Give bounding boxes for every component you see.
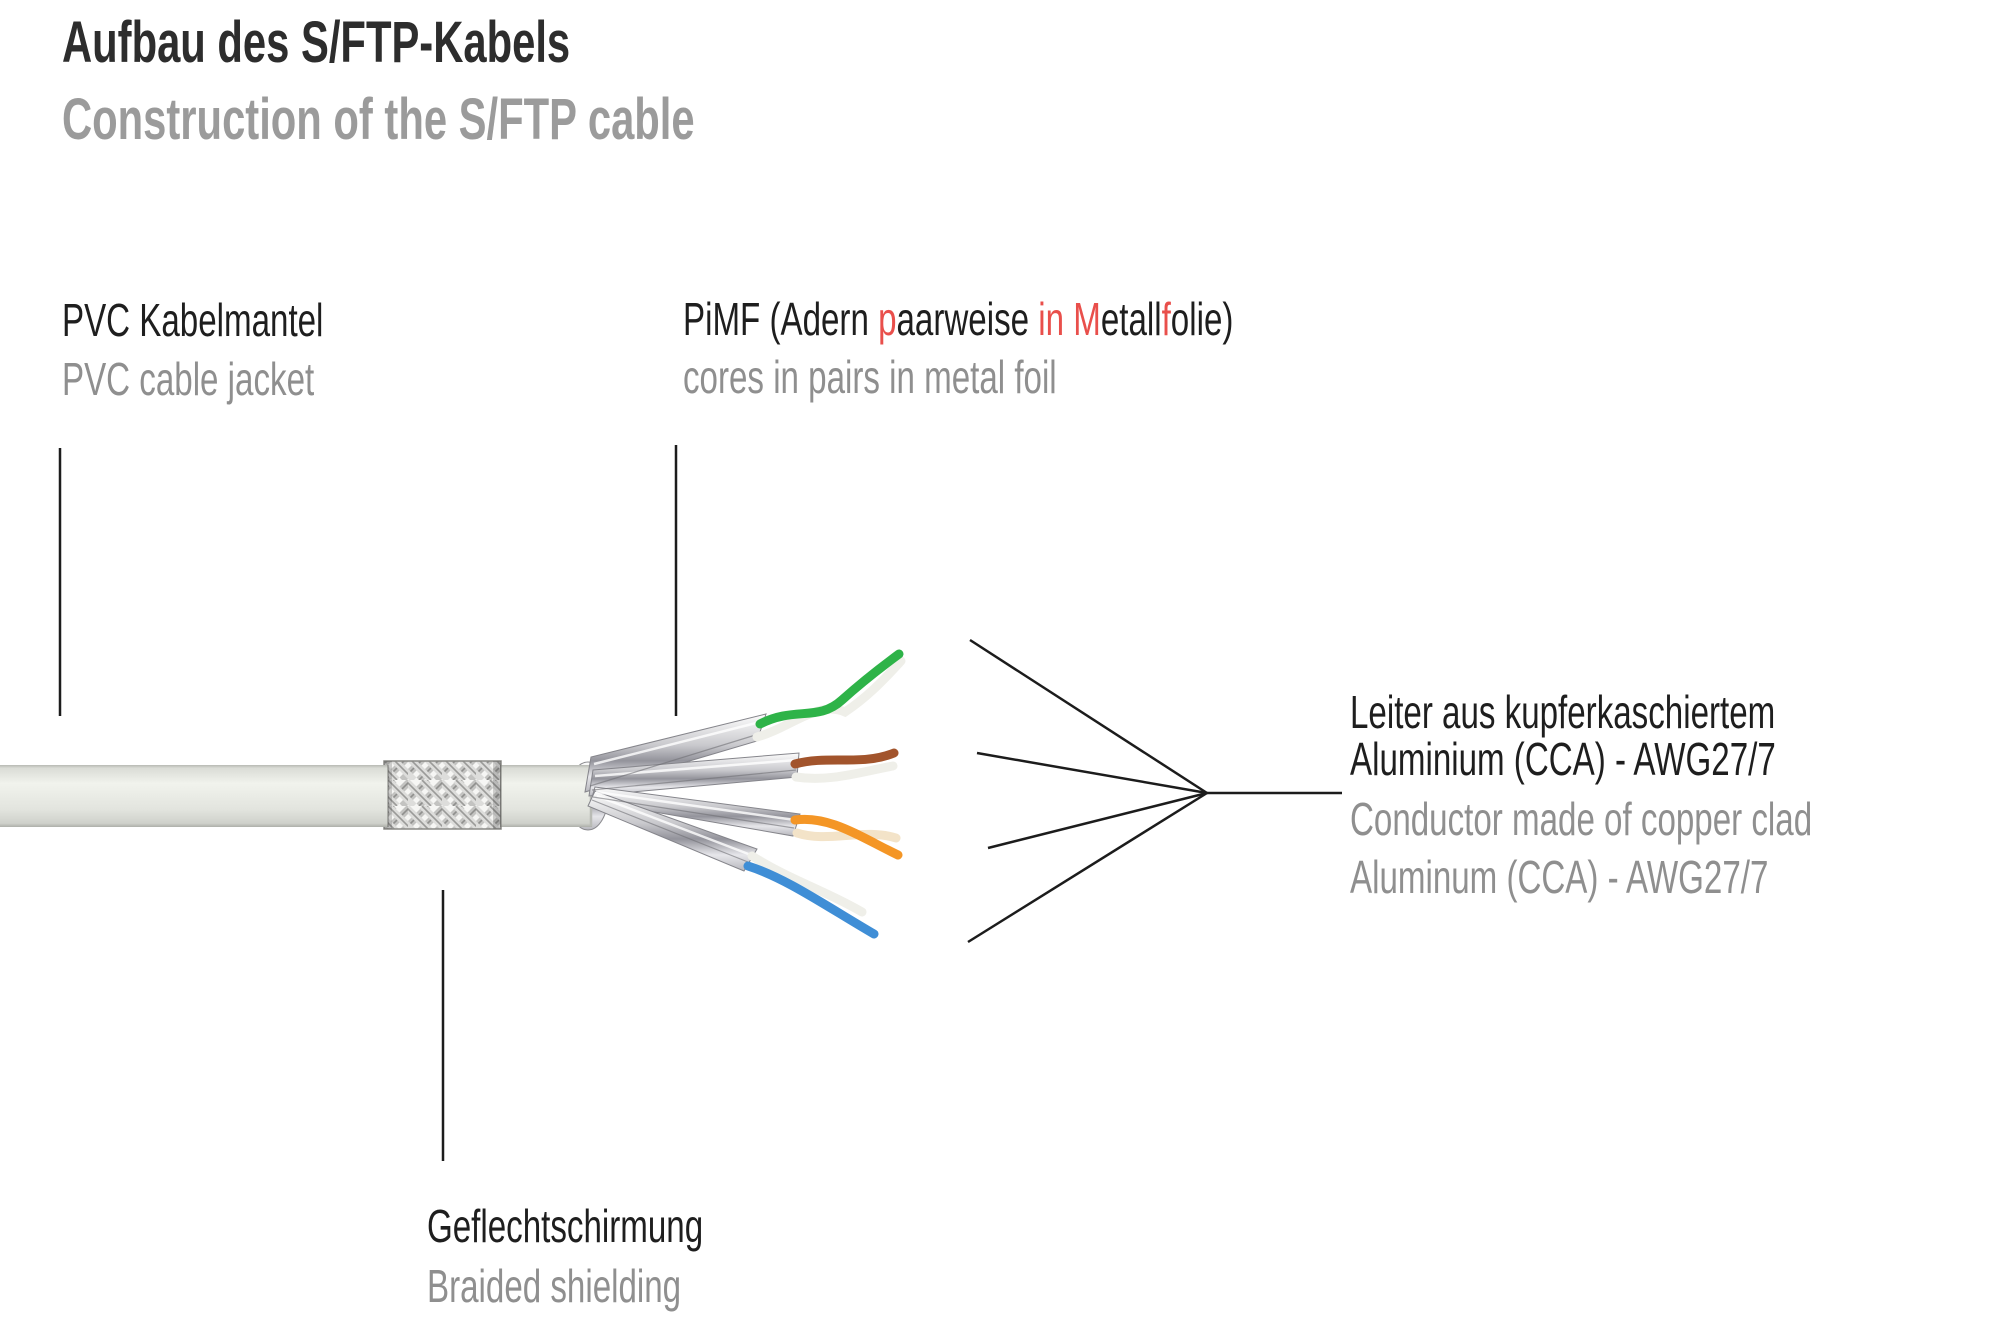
wire-brown-white	[791, 761, 898, 783]
wire-orange-white	[792, 828, 901, 843]
pimf-red-letter: p	[878, 293, 897, 345]
pimf-red-letter: in	[1038, 293, 1065, 345]
foil-pair-blue	[587, 790, 758, 872]
pimf-red-letter: f	[1161, 293, 1171, 345]
pimf-red-letter: M	[1073, 293, 1101, 345]
label-braid-de: Geflechtschirmung	[427, 1200, 704, 1252]
braid-section	[383, 760, 502, 830]
label-pimf-en: cores in pairs in metal foil	[683, 351, 1057, 403]
cable-jacket-right	[501, 765, 592, 827]
label-conductor-de-line1: Leiter aus kupferkaschiertem	[1350, 686, 1776, 738]
label-braid-en: Braided shielding	[427, 1260, 682, 1312]
fan-line-blue	[967, 791, 1208, 944]
pimf-text-segment: etall	[1100, 293, 1162, 345]
pimf-text-segment: aarweise	[896, 293, 1039, 345]
label-pvc-jacket-de: PVC Kabelmantel	[62, 294, 324, 346]
wire-brown	[790, 748, 899, 769]
wire-blue	[743, 861, 879, 939]
label-pimf-de: PiMF (Adern paarweise in Metallfolie)	[683, 296, 1233, 342]
label-conductor-en-line1: Conductor made of copper clad	[1350, 793, 1813, 845]
pointer-lines	[58, 445, 1342, 1161]
label-conductor-de-line2: Aluminium (CCA) - AWG27/7	[1350, 733, 1776, 785]
page-subtitle: Construction of the S/FTP cable	[62, 87, 695, 152]
wire-green-white	[752, 656, 906, 742]
fan-line-brown	[976, 751, 1208, 795]
fan-line-orange	[987, 791, 1208, 850]
cable-jacket	[0, 765, 593, 827]
pimf-text-segment: olie)	[1170, 293, 1234, 345]
pimf-text-segment: PiMF (Adern	[683, 293, 879, 345]
foil-pairs	[584, 713, 801, 872]
page-title: Aufbau des S/FTP-Kabels	[62, 10, 571, 75]
wire-blue-white	[747, 851, 867, 917]
cable-jacket-left	[0, 765, 388, 827]
wire-green	[755, 649, 904, 729]
wire-orange	[790, 814, 903, 860]
fan-line-green	[969, 638, 1208, 795]
label-conductor-en-line2: Aluminum (CCA) - AWG27/7	[1350, 851, 1769, 903]
label-pvc-jacket-en: PVC cable jacket	[62, 353, 315, 405]
wire-pairs	[743, 649, 906, 939]
